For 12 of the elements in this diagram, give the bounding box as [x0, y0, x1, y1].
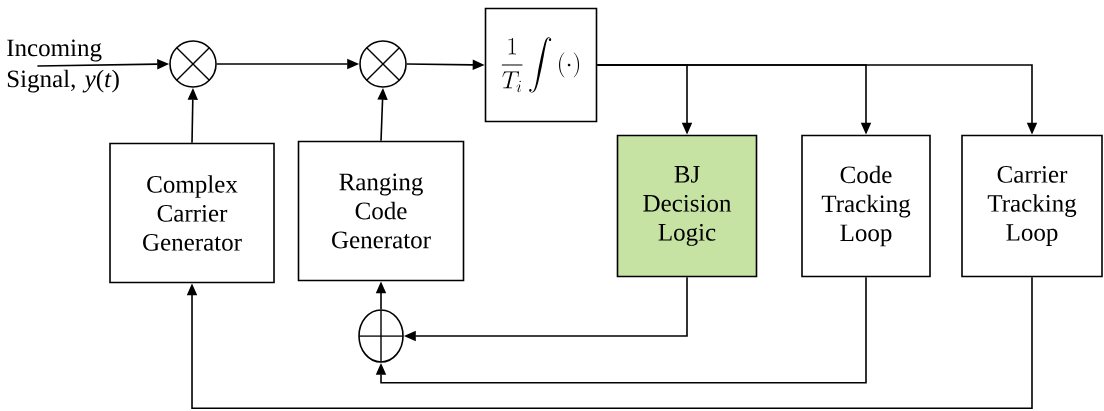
generator-box: Ranging Code Generator	[297, 140, 465, 282]
arrow	[375, 276, 867, 384]
input-label: Incoming Signal, y(t)	[7, 39, 119, 93]
loop-box: Code Tracking Loop	[801, 134, 931, 278]
multiplier-symbol	[169, 40, 217, 88]
integrator-box: $\frac{1}{T_i}\int\left(\cdot\right)$	[484, 7, 598, 123]
logic-box: BJ Decision Logic	[616, 134, 758, 278]
arrow	[186, 276, 1033, 410]
multiplier-symbol	[359, 40, 407, 88]
adder-symbol	[358, 309, 404, 363]
generator-box: Complex Carrier Generator	[109, 142, 275, 284]
loop-box: Carrier Tracking Loop	[961, 134, 1103, 278]
